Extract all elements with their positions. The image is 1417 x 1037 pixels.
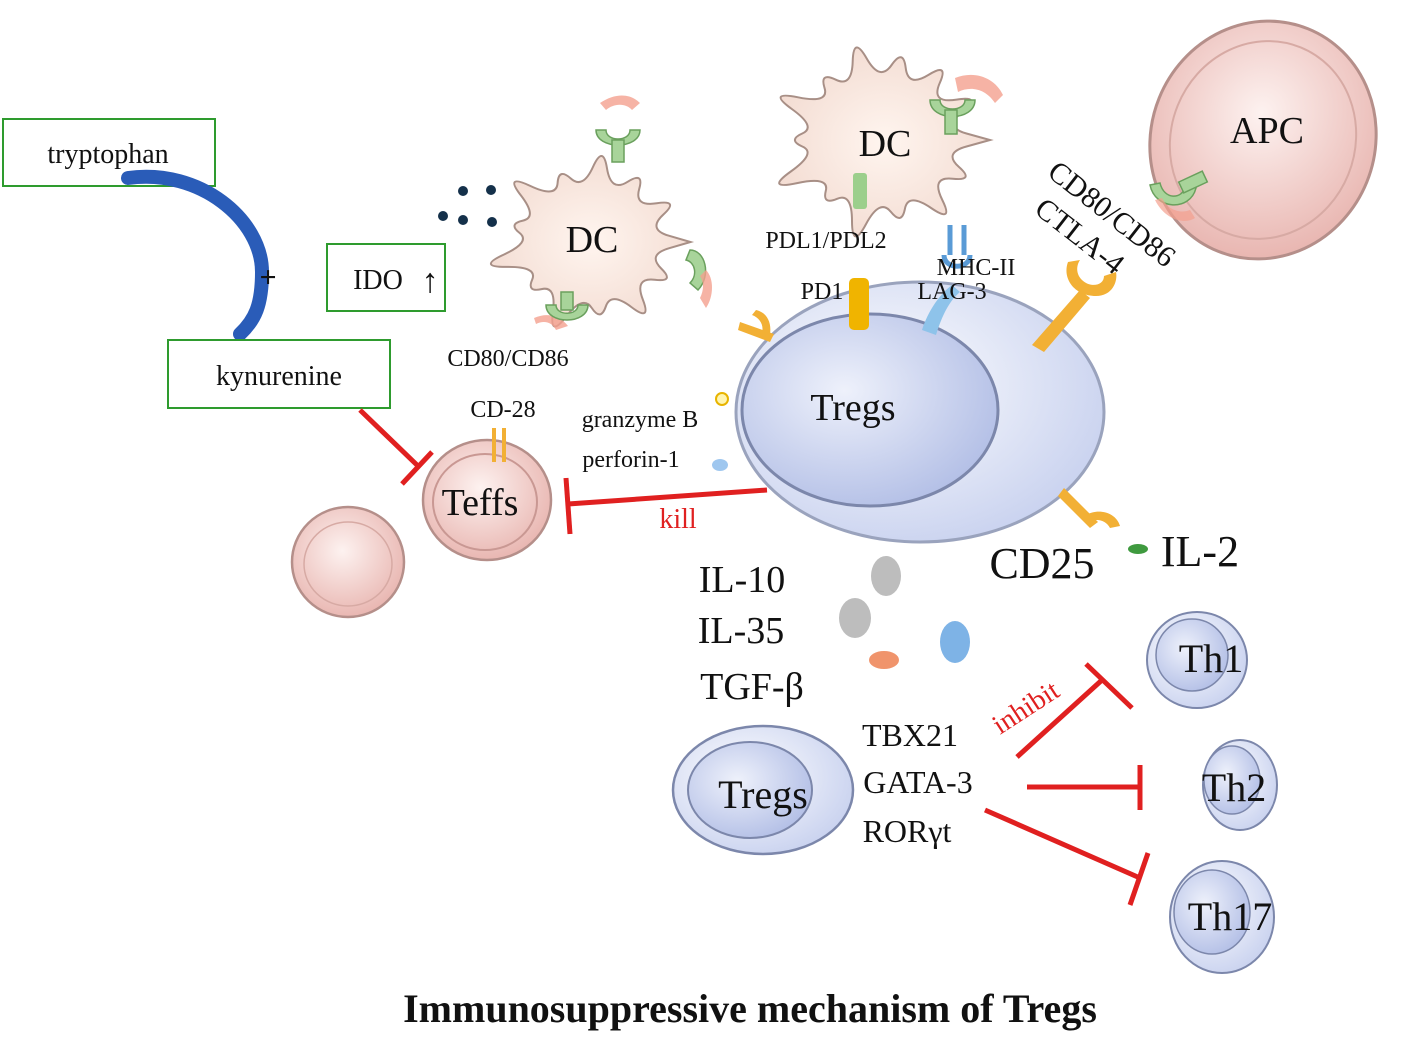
cytokine-il10: IL-10 bbox=[699, 559, 786, 601]
th17-cell bbox=[1169, 860, 1275, 974]
effector-cell-small bbox=[290, 505, 406, 619]
treg-main-cell bbox=[734, 280, 1106, 544]
cd28-receptor bbox=[492, 428, 506, 462]
treg-small-cell bbox=[671, 724, 855, 856]
granzyme-label: granzyme B bbox=[582, 407, 699, 433]
teffs-label: Teffs bbox=[442, 482, 519, 524]
lag3-label: LAG-3 bbox=[917, 279, 986, 305]
dendritic-cell-top bbox=[778, 46, 994, 238]
dc-left-body bbox=[489, 155, 695, 328]
tryptophan-box: tryptophan bbox=[2, 118, 216, 187]
ctla4-receptor bbox=[1032, 260, 1117, 352]
kynurenine-box: kynurenine bbox=[167, 339, 391, 409]
ido-dots bbox=[438, 185, 497, 227]
pdl-label: PDL1/PDL2 bbox=[765, 228, 886, 254]
cd80-cd86-left-label: CD80/CD86 bbox=[447, 346, 568, 372]
th2-cell bbox=[1202, 739, 1278, 831]
cd28-receptor-left bbox=[738, 310, 774, 342]
inhibit-label: inhibit bbox=[987, 675, 1065, 741]
up-arrow-icon: ↑ bbox=[422, 263, 439, 300]
pd1-label: PD1 bbox=[801, 279, 844, 305]
dc-left-label: DC bbox=[566, 219, 619, 261]
apc-receptor bbox=[1149, 170, 1209, 221]
ido-label: IDO bbox=[353, 265, 403, 296]
cd25-receptor bbox=[1058, 488, 1120, 528]
tf-tbx21: TBX21 bbox=[862, 717, 958, 753]
perforin-label: perforin-1 bbox=[582, 447, 679, 473]
dc-top-body bbox=[778, 46, 994, 238]
tregs-small-label: Tregs bbox=[718, 772, 808, 817]
perforin-granule bbox=[712, 459, 728, 471]
dendritic-cell-left bbox=[489, 155, 695, 328]
granzyme-granule bbox=[715, 392, 729, 406]
pd1-receptor bbox=[849, 278, 869, 330]
dc-top-receptors bbox=[853, 74, 1003, 209]
th-inhibit-lines bbox=[983, 662, 1151, 906]
th1-label: Th1 bbox=[1179, 636, 1243, 681]
kill-label: kill bbox=[659, 504, 697, 535]
diagram-title: Immunosuppressive mechanism of Tregs bbox=[403, 986, 1097, 1031]
tf-rorgt: RORγt bbox=[863, 813, 952, 849]
cytokine-molecules bbox=[839, 556, 970, 669]
apc-cell bbox=[1148, 19, 1378, 261]
cytokine-il35: IL-35 bbox=[698, 610, 785, 652]
kynurenine-label: kynurenine bbox=[216, 361, 342, 392]
conversion-arrow: + bbox=[121, 169, 277, 345]
mhc-lag3-receptor bbox=[922, 225, 973, 335]
tf-gata3: GATA-3 bbox=[863, 764, 972, 800]
kill-inhibit-line bbox=[563, 477, 768, 535]
kynurenine-inhibit-line bbox=[358, 408, 434, 486]
mhc-label: MHC-II bbox=[937, 255, 1016, 281]
il2-label: IL-2 bbox=[1161, 527, 1239, 576]
cd25-label: CD25 bbox=[989, 539, 1094, 588]
tregs-main-label: Tregs bbox=[810, 387, 895, 429]
apc-label: APC bbox=[1230, 110, 1304, 152]
th1-cell bbox=[1146, 611, 1248, 709]
ido-box: IDO ↑ bbox=[326, 243, 446, 312]
dc-top-label: DC bbox=[859, 123, 912, 165]
cytokine-tgfb: TGF-β bbox=[700, 666, 804, 708]
teffs-cell bbox=[421, 438, 553, 562]
tryptophan-label: tryptophan bbox=[47, 139, 168, 170]
dc-left-receptors bbox=[534, 95, 712, 330]
th17-label: Th17 bbox=[1188, 894, 1272, 939]
cd28-label: CD-28 bbox=[470, 397, 535, 423]
il2-molecule bbox=[1128, 544, 1148, 554]
plus-sign: + bbox=[259, 261, 276, 294]
th2-label: Th2 bbox=[1202, 765, 1266, 810]
